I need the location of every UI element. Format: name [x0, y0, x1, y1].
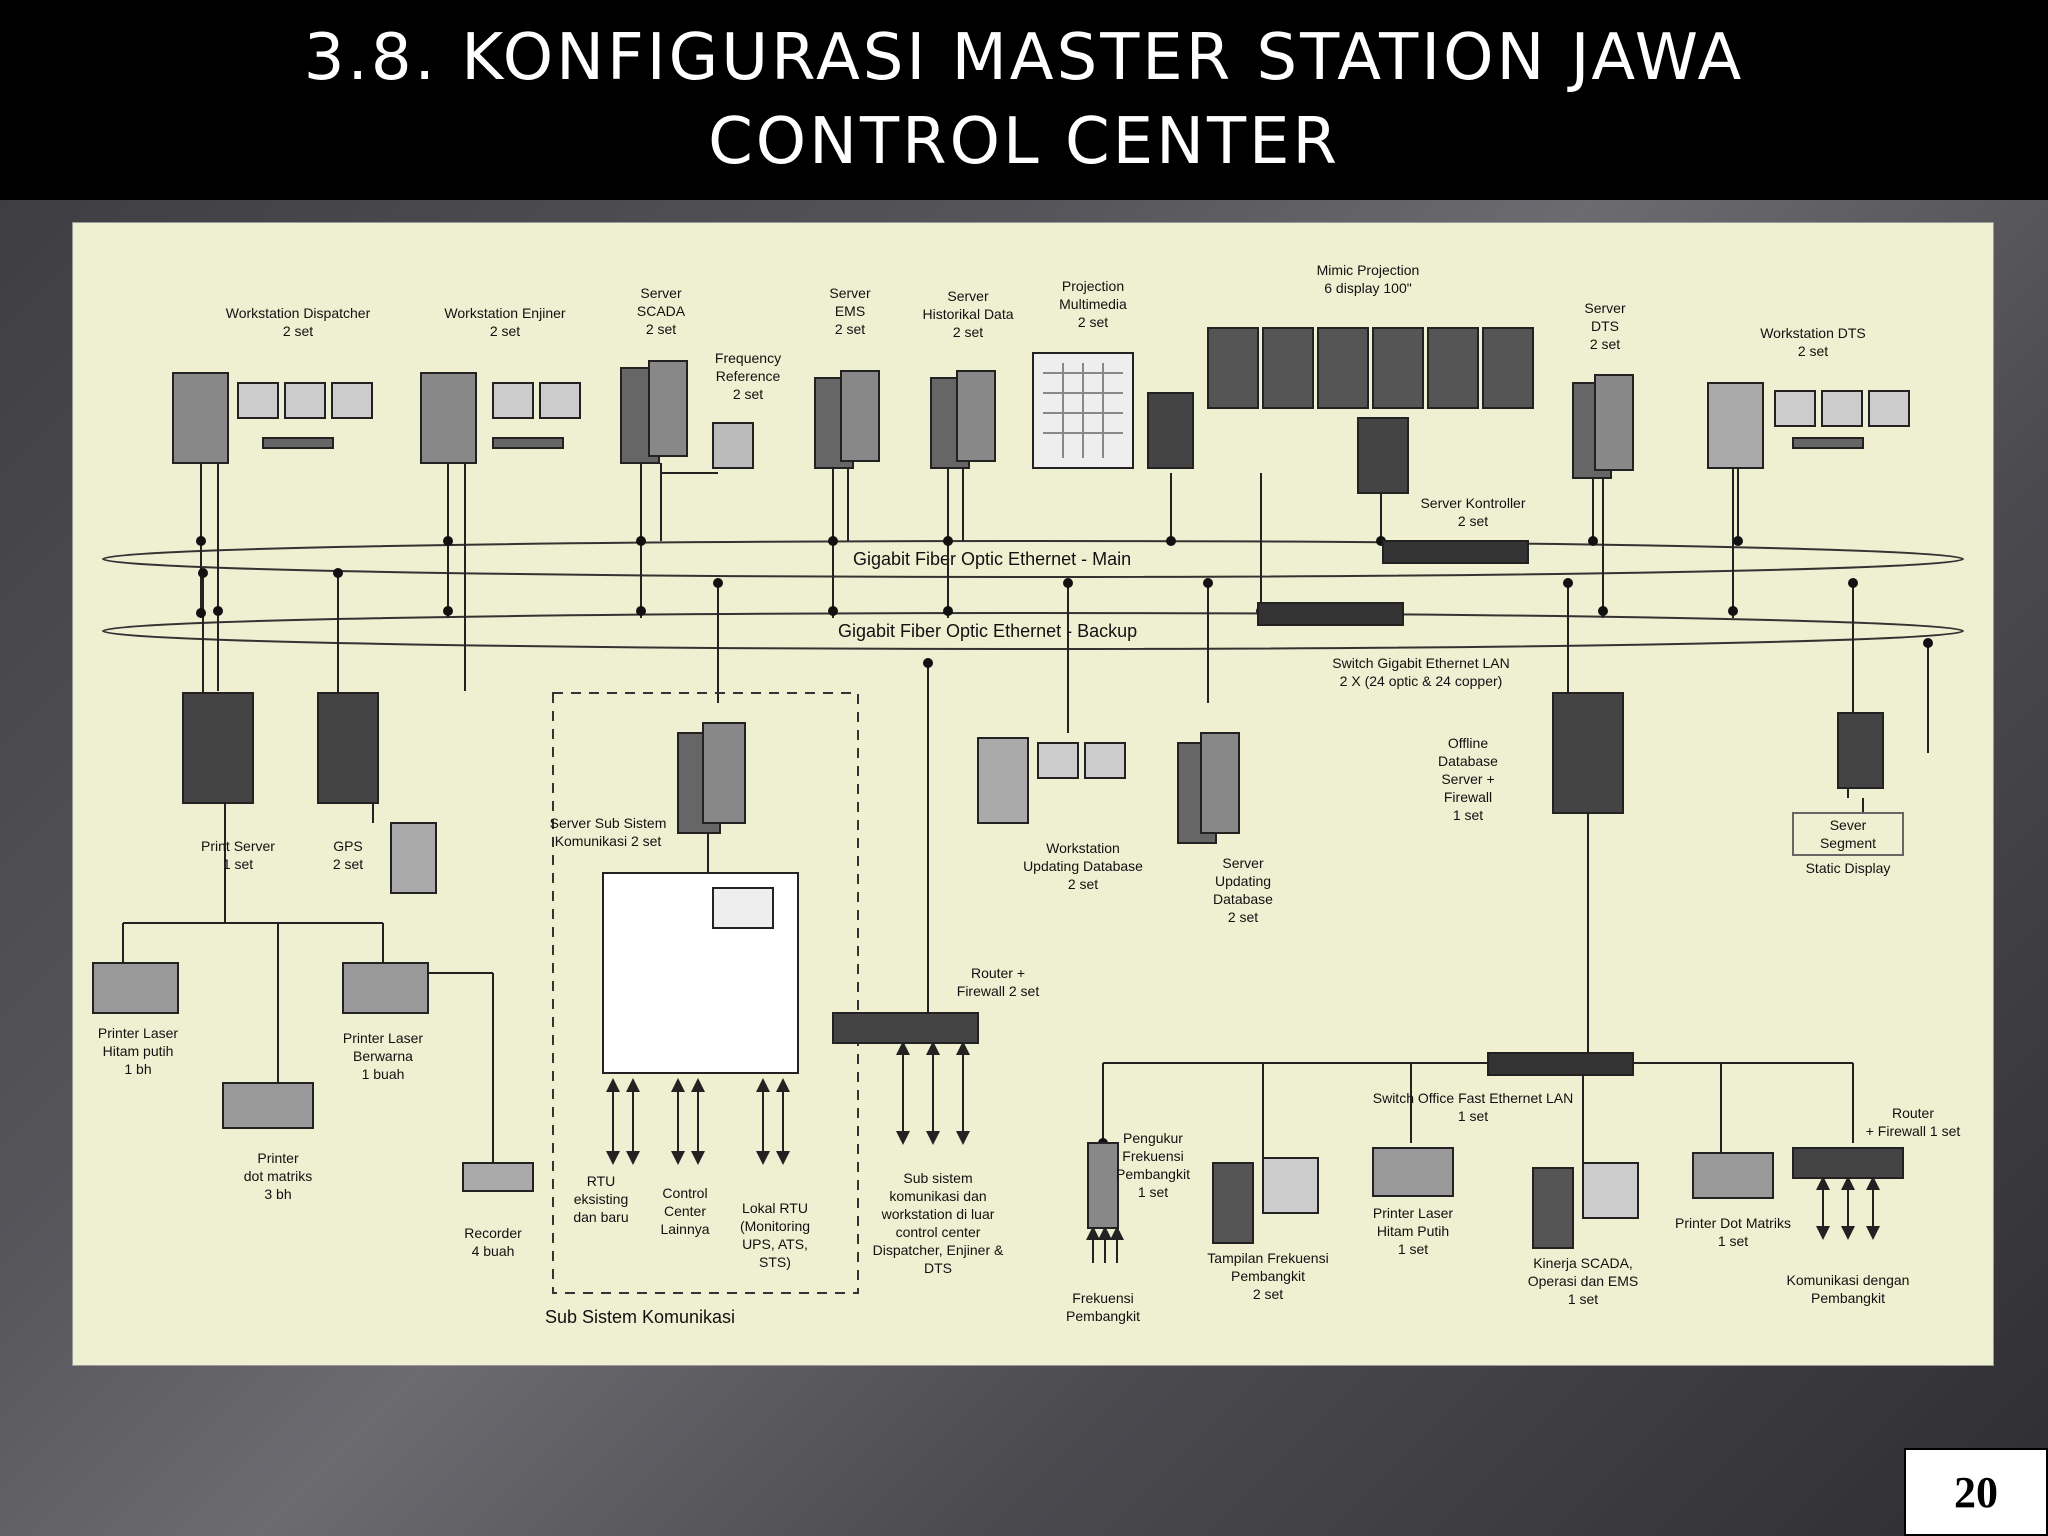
network-diagram: Gigabit Fiber Optic Ethernet - Main Giga… — [72, 222, 1994, 1366]
server-dts-icon — [1572, 374, 1634, 479]
printer-dot-icon — [222, 1082, 314, 1129]
printer-laser-office-icon — [1372, 1147, 1454, 1197]
diagram-canvas: Gigabit Fiber Optic Ethernet - Main Giga… — [92, 262, 1964, 1327]
switch-office-icon — [1487, 1052, 1634, 1076]
backup-network-label: Gigabit Fiber Optic Ethernet - Backup — [838, 621, 1137, 641]
server-scada-icon — [620, 360, 688, 464]
label-static-display: Static Display — [1806, 860, 1891, 876]
printer-laser-color-icon — [342, 962, 429, 1014]
server-updating-icon — [1177, 732, 1240, 844]
workstation-updating-icon — [977, 737, 1126, 824]
rtu-cabinet-icon — [602, 872, 799, 1074]
tampilan-frekuensi-icon — [1212, 1157, 1319, 1244]
router-firewall-icon — [832, 1012, 979, 1044]
offline-database-icon — [1552, 692, 1624, 814]
bidirectional-arrows — [606, 1041, 1880, 1263]
kinerja-workstation-icon — [1532, 1162, 1639, 1249]
pengukur-frekuensi-icon — [1087, 1142, 1119, 1229]
server-historikal-icon — [930, 370, 996, 469]
workstation-dts-icon — [1707, 382, 1910, 469]
recorder-icon — [462, 1162, 534, 1192]
workstation-dispatcher-icon — [172, 372, 373, 464]
label-sub-sistem-komunikasi: Sub Sistem Komunikasi — [545, 1307, 735, 1327]
slide-title-line1: 3.8. KONFIGURASI MASTER STATION JAWA — [303, 21, 1745, 95]
print-server-icon — [182, 692, 254, 804]
router-office-icon — [1792, 1147, 1904, 1179]
main-network-ring — [102, 540, 1964, 578]
server-kontroler-icon — [1357, 417, 1529, 564]
projection-multimedia-icon — [1032, 352, 1194, 469]
gps-icon — [317, 692, 437, 894]
slide-title-line2: CONTROL CENTER — [708, 105, 1340, 179]
printer-laser-bw-icon — [92, 962, 179, 1014]
title-bar: 3.8. KONFIGURASI MASTER STATION JAWA CON… — [0, 0, 2048, 200]
switch-gigabit-icon — [1257, 602, 1404, 626]
backup-network-ring — [102, 612, 1964, 650]
main-network-label: Gigabit Fiber Optic Ethernet - Main — [853, 549, 1131, 569]
server-sub-sistem-icon — [677, 722, 746, 834]
label-router-firewall: Router +Firewall 2 set — [957, 965, 1040, 999]
mimic-projection-icon — [1207, 327, 1534, 409]
sub-sistem-komunikasi-box — [552, 692, 859, 1294]
label-router-office: Router+ Firewall 1 set — [1866, 1105, 1961, 1139]
static-display-icon — [1792, 712, 1904, 856]
frequency-reference-icon — [660, 422, 754, 474]
server-ems-icon — [814, 370, 880, 469]
workstation-enjiner-icon — [420, 372, 581, 464]
printer-dot-office-icon — [1692, 1152, 1774, 1199]
page-number: 20 — [1904, 1448, 2048, 1536]
